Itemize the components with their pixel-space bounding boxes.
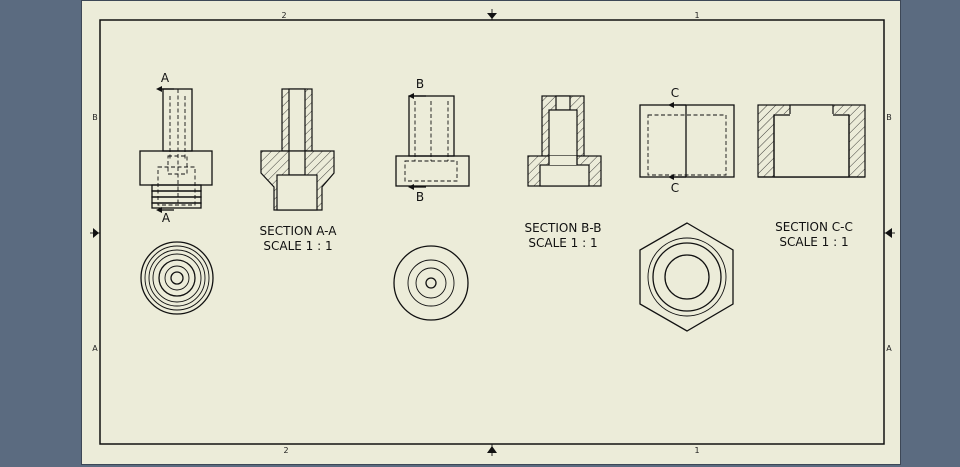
part-c-front-view (639, 104, 735, 178)
zone-label-left-a: A (92, 344, 98, 353)
center-mark-left (90, 228, 100, 238)
section-a-letter-top: A (161, 71, 170, 85)
section-b-letter-bottom: B (416, 190, 424, 204)
part-a-front-view (139, 88, 213, 209)
section-c-c-scale: SCALE 1 : 1 (779, 235, 848, 249)
part-c-hex-view (639, 222, 734, 332)
part-a-end-view (140, 241, 214, 315)
zone-label-top-2: 2 (281, 11, 286, 20)
center-mark-top (487, 9, 497, 20)
section-line-a-bottom (156, 207, 174, 213)
section-line-b-bottom (408, 184, 426, 190)
zone-label-left-b: B (92, 113, 98, 122)
section-c-letter-bottom: C (671, 181, 679, 195)
section-b-letter-top: B (416, 77, 424, 91)
drawing-canvas: 2 1 2 1 B A B A A A (90, 9, 895, 456)
zone-label-bottom-2: 2 (283, 446, 288, 455)
section-line-b-top (408, 93, 426, 99)
section-a-a-scale: SCALE 1 : 1 (263, 239, 332, 253)
drawing-sheet: 2 1 2 1 B A B A A A (81, 0, 901, 465)
section-b-b-title: SECTION B-B (524, 221, 601, 235)
center-mark-bottom (487, 444, 497, 456)
section-b-b-scale: SCALE 1 : 1 (528, 236, 597, 250)
zone-label-right-a: A (886, 344, 892, 353)
section-a-a-title: SECTION A-A (260, 224, 338, 238)
zone-label-top-1: 1 (694, 11, 699, 20)
zone-label-bottom-1: 1 (694, 446, 699, 455)
section-line-c-top (668, 102, 686, 108)
section-b-b-view (527, 95, 602, 187)
center-mark-right (884, 228, 895, 238)
section-c-c-title: SECTION C-C (775, 220, 853, 234)
part-b-front-view (395, 95, 470, 187)
zone-label-right-b: B (886, 113, 892, 122)
part-b-end-view (393, 245, 469, 321)
section-line-a-top (156, 86, 174, 92)
drawing-border (99, 19, 885, 445)
section-line-c-bottom (668, 174, 686, 180)
section-a-a-view (260, 88, 335, 211)
section-a-letter-bottom: A (162, 211, 171, 225)
section-c-c-view (757, 104, 866, 178)
section-c-letter-top: C (671, 86, 679, 100)
